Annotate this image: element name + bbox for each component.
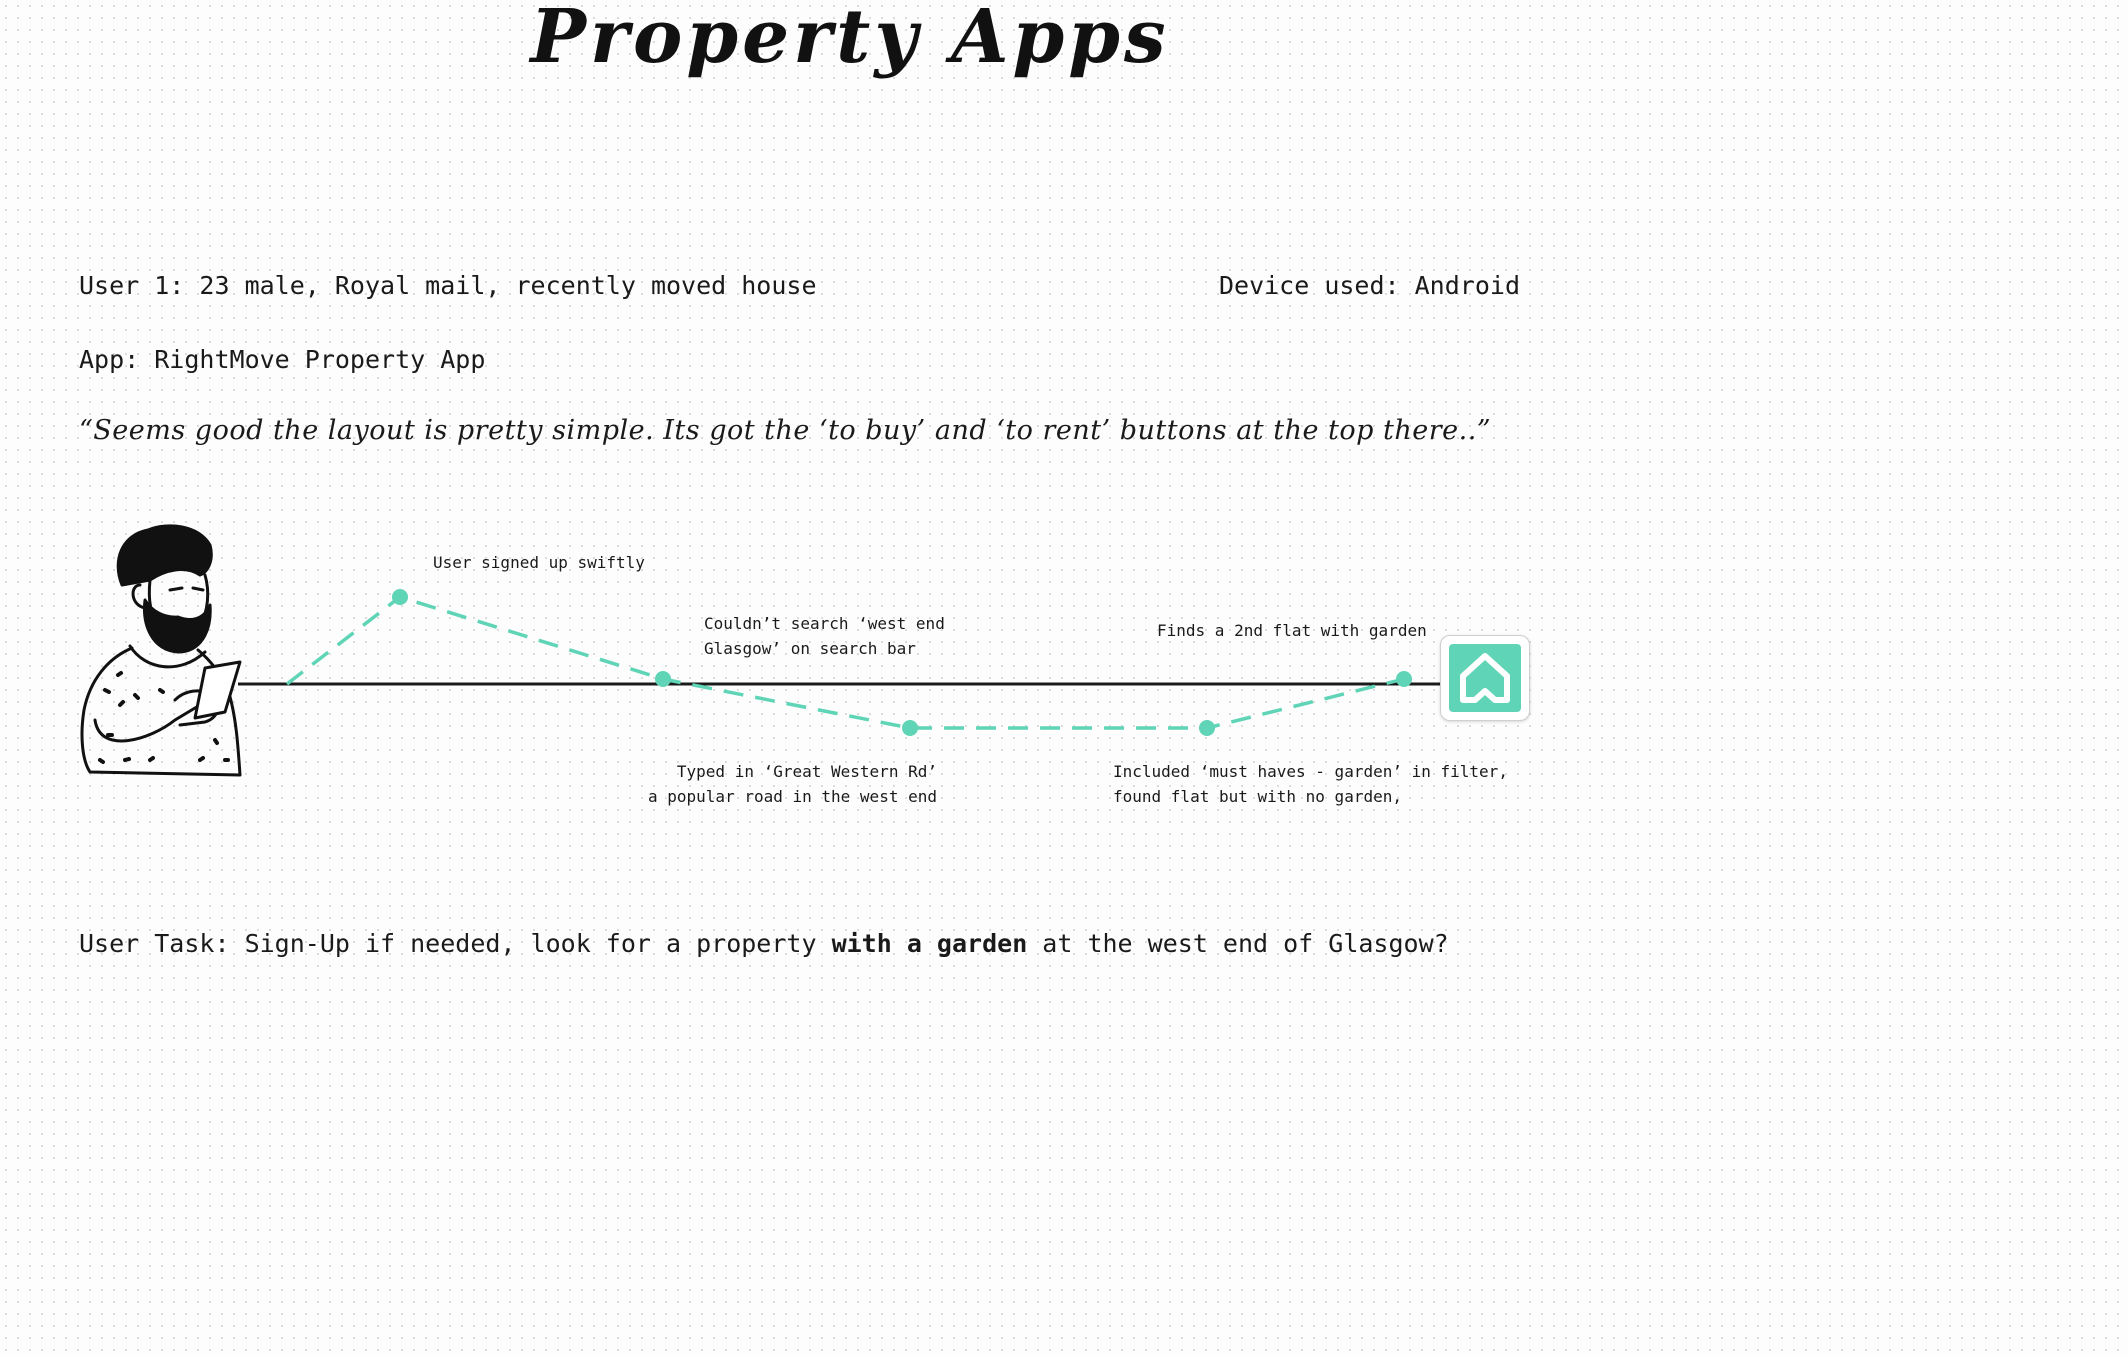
user-quote: “Seems good the layout is pretty simple.… [79,415,1492,446]
annotation-search-failed: Couldn’t search ‘west end Glasgow’ on se… [704,614,945,658]
bearded-man-illustration [80,524,242,777]
annotation-typed-road: Typed in ‘Great Western Rd’ a popular ro… [648,762,937,806]
device-info: Device used: Android [1218,271,1520,300]
user-task: User Task: Sign-Up if needed, look for a… [79,929,1449,958]
journey-point [1396,671,1412,687]
annotation-filter: Included ‘must haves - garden’ in filter… [1113,762,1508,806]
home-app-icon [1440,635,1530,721]
journey-point [902,720,918,736]
journey-path [285,595,1405,730]
canvas: Property Apps User 1: 23 male, Royal mai… [79,0,1530,958]
annotation-found-flat: Finds a 2nd flat with garden [1157,621,1427,640]
journey-point [392,589,408,605]
user-info: User 1: 23 male, Royal mail, recently mo… [79,271,817,300]
journey-point [655,671,671,687]
journey-chart [80,524,1442,777]
journey-point [1199,720,1215,736]
page-title: Property Apps [530,0,1170,80]
annotation-signup: User signed up swiftly [433,553,645,572]
app-info: App: RightMove Property App [79,345,486,374]
